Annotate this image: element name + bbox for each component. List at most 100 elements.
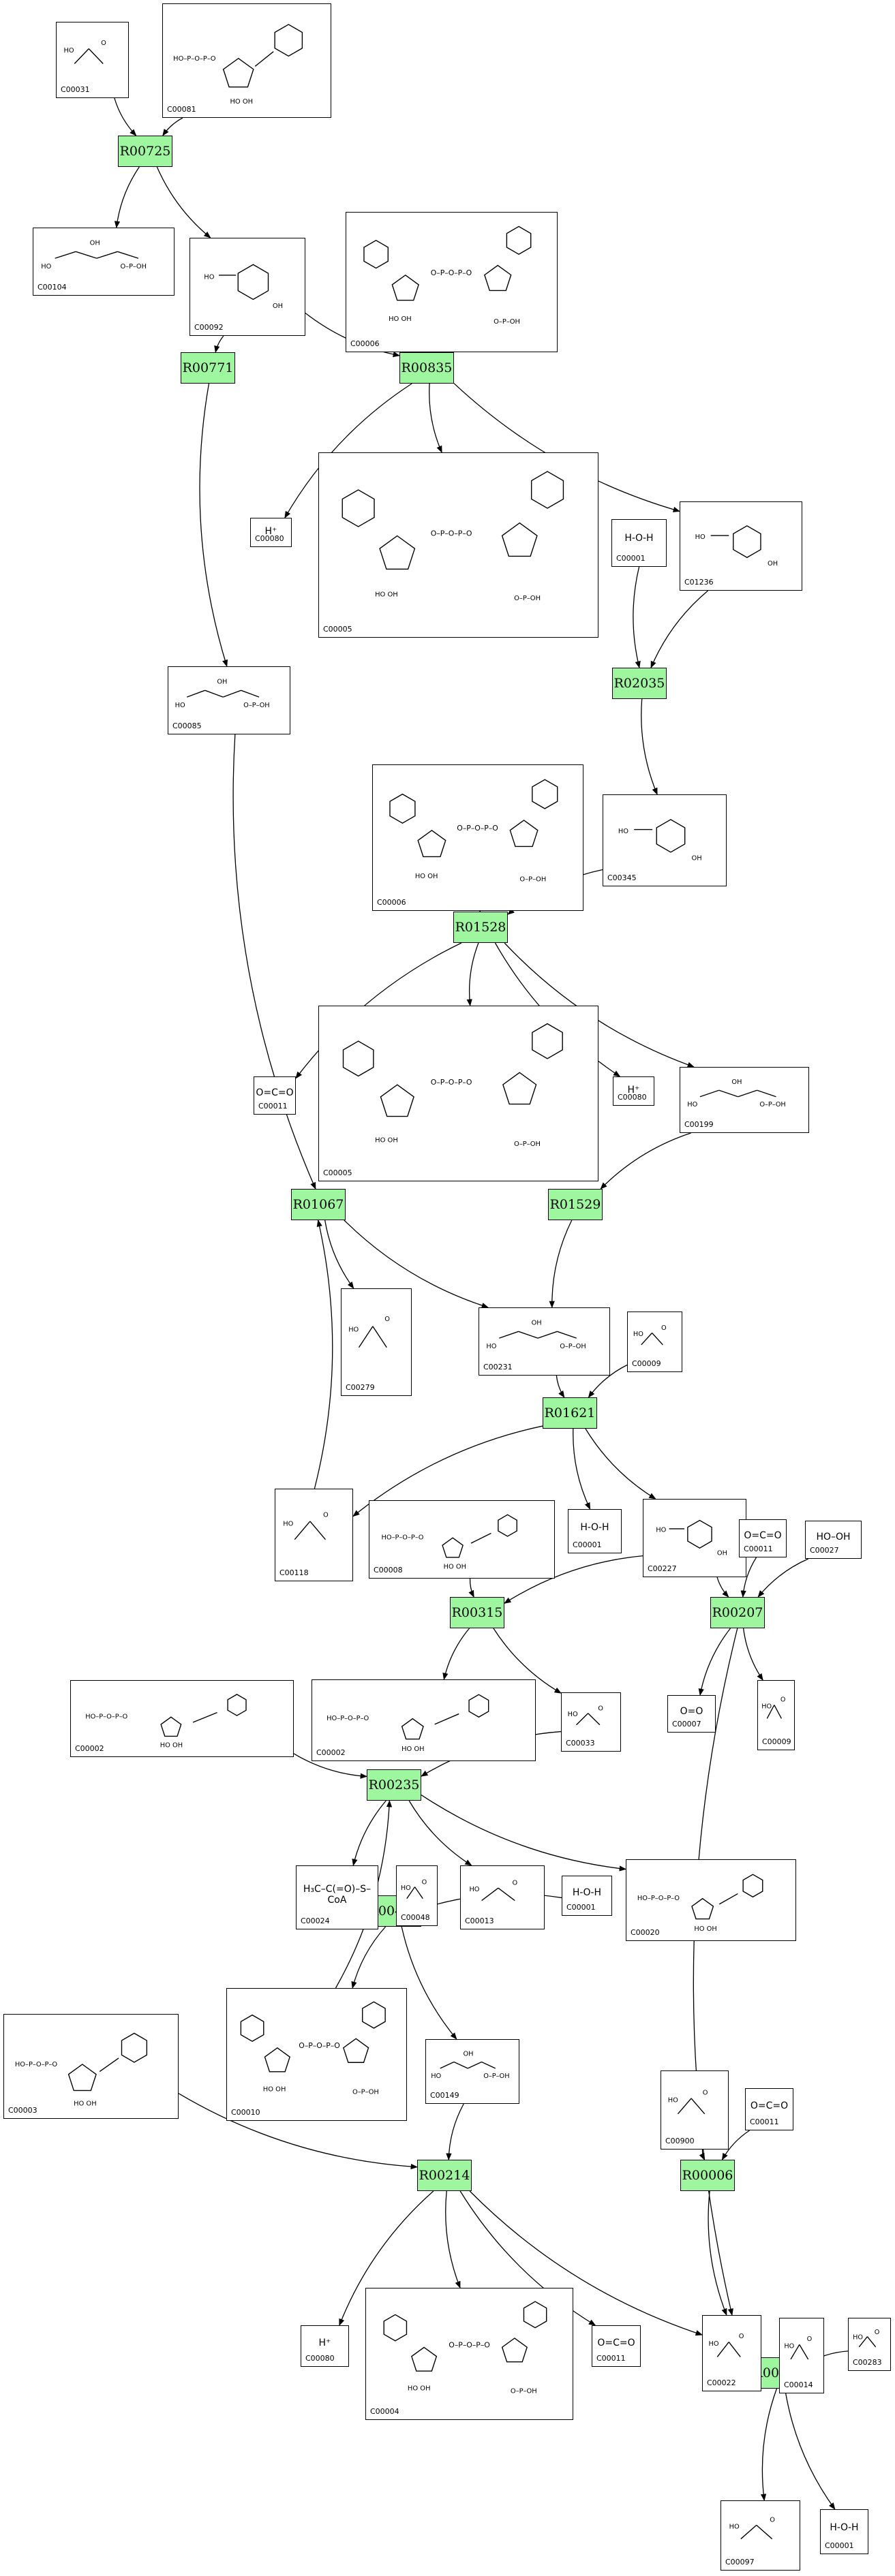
edge-R01621-to-c22 (573, 1428, 591, 1510)
reaction-node-r00235[interactable]: R00235 (367, 1769, 421, 1801)
reaction-node-r00771[interactable]: R00771 (181, 352, 235, 384)
svg-text:OH: OH (463, 2050, 473, 2058)
compound-box-c00080[interactable]: H⁺C00080 (613, 1076, 654, 1106)
edge-c23-to-R00315 (504, 1555, 643, 1604)
compound-id-label: C00227 (648, 1564, 677, 1573)
edge-c4-to-R00771 (214, 335, 224, 354)
svg-text:O–P–OH: O–P–OH (120, 263, 146, 270)
edge-R00207-to-c30 (742, 1628, 763, 1681)
svg-text:O–P–OH: O–P–OH (560, 1343, 586, 1350)
reaction-node-r00207[interactable]: R00207 (710, 1597, 765, 1628)
edge-R01067-to-c17 (324, 1220, 354, 1289)
svg-text:O: O (513, 1880, 518, 1887)
edge-R00835-to-c6 (284, 383, 412, 518)
svg-text:O–P–OH: O–P–OH (519, 875, 546, 883)
svg-text:HO–P–O–P–O: HO–P–O–P–O (15, 2061, 58, 2068)
svg-text:HO–P–O–P–O: HO–P–O–P–O (381, 1534, 423, 1542)
reaction-node-r01067[interactable]: R01067 (291, 1189, 346, 1220)
edge-R00006-to-c44 (708, 2190, 727, 2316)
edge-c24-to-R00207 (740, 1557, 757, 1598)
svg-text:HO OH: HO OH (74, 2100, 96, 2108)
edge-c26-to-R00235 (293, 1753, 368, 1779)
compound-id-label: C00033 (566, 1739, 595, 1748)
svg-text:O–P–O–P–O: O–P–O–P–O (431, 1078, 472, 1087)
svg-text:HO–P–O–P–O: HO–P–O–P–O (637, 1895, 680, 1902)
svg-text:HO OH: HO OH (263, 2086, 286, 2094)
svg-text:HO: HO (175, 702, 185, 709)
compound-id-label: C00001 (566, 1903, 596, 1912)
compound-id-label: C00118 (279, 1568, 309, 1577)
reaction-node-r02035[interactable]: R02035 (612, 668, 667, 699)
reaction-node-r00006[interactable]: R00006 (680, 2160, 735, 2191)
compound-id-label: C00008 (374, 1566, 403, 1574)
svg-text:HO–P–O–P–O: HO–P–O–P–O (173, 55, 216, 63)
edge-c2-to-R00725 (162, 117, 183, 136)
reaction-node-r00725[interactable]: R00725 (118, 136, 172, 167)
svg-text:HO: HO (204, 274, 214, 281)
reaction-node-r00835[interactable]: R00835 (399, 352, 454, 384)
svg-text:OH: OH (217, 679, 227, 686)
svg-text:HO–P–O–P–O: HO–P–O–P–O (85, 1713, 127, 1721)
compound-id-label: C00009 (632, 1359, 661, 1368)
compound-box-c00080[interactable]: H⁺C00080 (250, 518, 292, 547)
reaction-node-r01621[interactable]: R01621 (543, 1397, 597, 1429)
svg-text:HO: HO (401, 1884, 411, 1892)
compound-box-c00080[interactable]: H⁺C00080 (301, 2325, 349, 2367)
reaction-node-r00315[interactable]: R00315 (450, 1597, 504, 1628)
svg-text:OH: OH (768, 560, 778, 568)
edge-c9-to-R02035 (650, 590, 708, 668)
edge-c18-to-R01621 (556, 1375, 565, 1398)
svg-text:O–P–O–P–O: O–P–O–P–O (457, 824, 498, 833)
reaction-node-r01529[interactable]: R01529 (548, 1189, 603, 1220)
reaction-node-r00214[interactable]: R00214 (417, 2160, 472, 2191)
edge-R00207-to-c29 (698, 1628, 731, 1696)
reaction-node-r01528[interactable]: R01528 (453, 912, 508, 943)
